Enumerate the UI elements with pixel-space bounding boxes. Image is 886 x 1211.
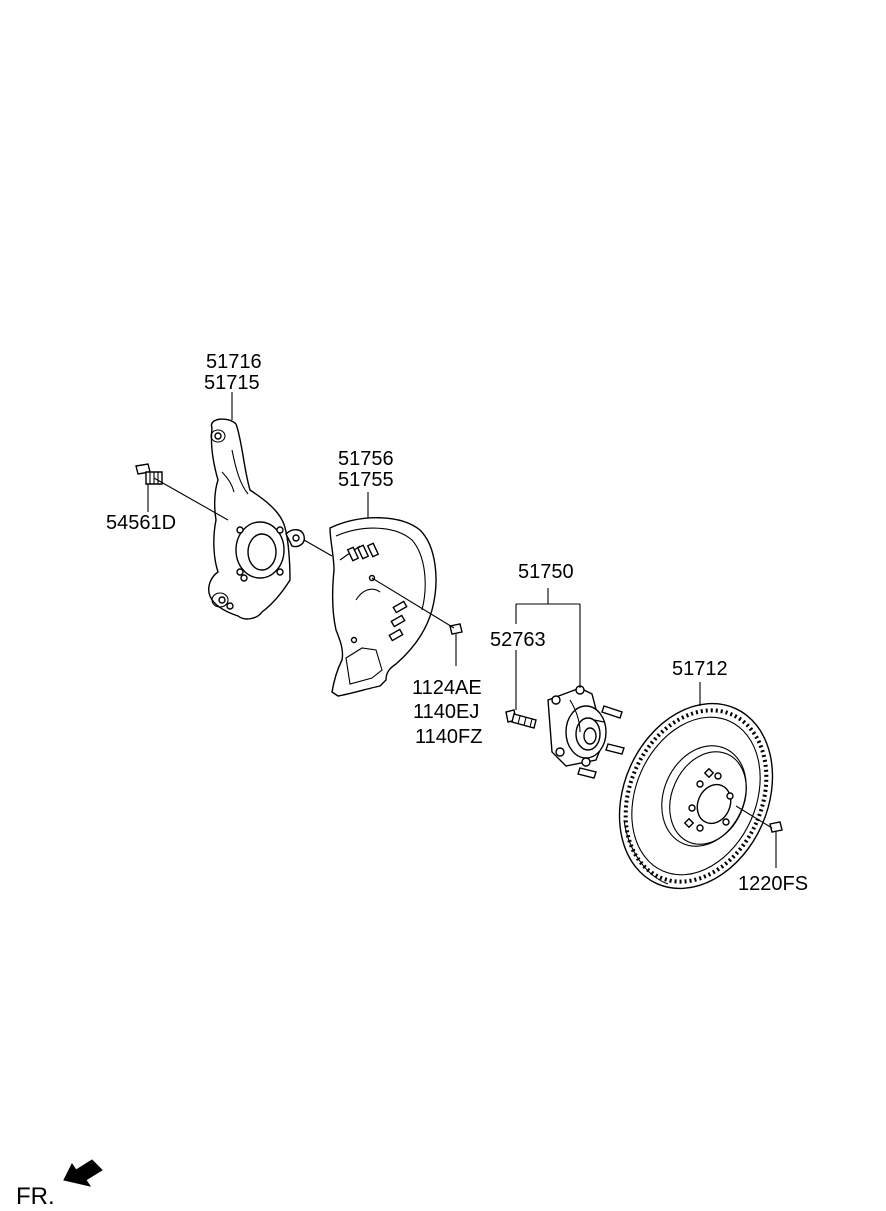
label-51755: 51755	[338, 469, 394, 491]
label-54561d: 54561D	[106, 512, 176, 534]
knuckle-bolt[interactable]	[135, 463, 163, 485]
leader-lines	[147, 392, 777, 868]
label-1124ae: 1124AE	[412, 677, 482, 699]
label-1140fz: 1140FZ	[415, 726, 482, 748]
dust-cover[interactable]	[329, 517, 437, 697]
label-52763: 52763	[490, 629, 546, 651]
label-51712: 51712	[672, 658, 728, 680]
label-51715: 51715	[204, 372, 260, 394]
fr-label: FR.	[16, 1183, 55, 1210]
label-1140ej: 1140EJ	[413, 701, 479, 723]
label-51756: 51756	[338, 448, 394, 470]
label-1220fs: 1220FS	[738, 873, 808, 895]
brake-disc[interactable]	[591, 679, 801, 913]
steering-knuckle[interactable]	[208, 418, 306, 620]
dust-cover-screw[interactable]	[449, 623, 463, 640]
disc-screw[interactable]	[769, 821, 783, 838]
label-51750: 51750	[518, 561, 574, 583]
hub-bearing[interactable]	[547, 685, 625, 779]
label-51716: 51716	[206, 351, 262, 373]
front-orientation: FR.	[16, 1159, 103, 1210]
hub-bolt[interactable]	[505, 709, 537, 729]
arrow-icon	[63, 1159, 103, 1187]
